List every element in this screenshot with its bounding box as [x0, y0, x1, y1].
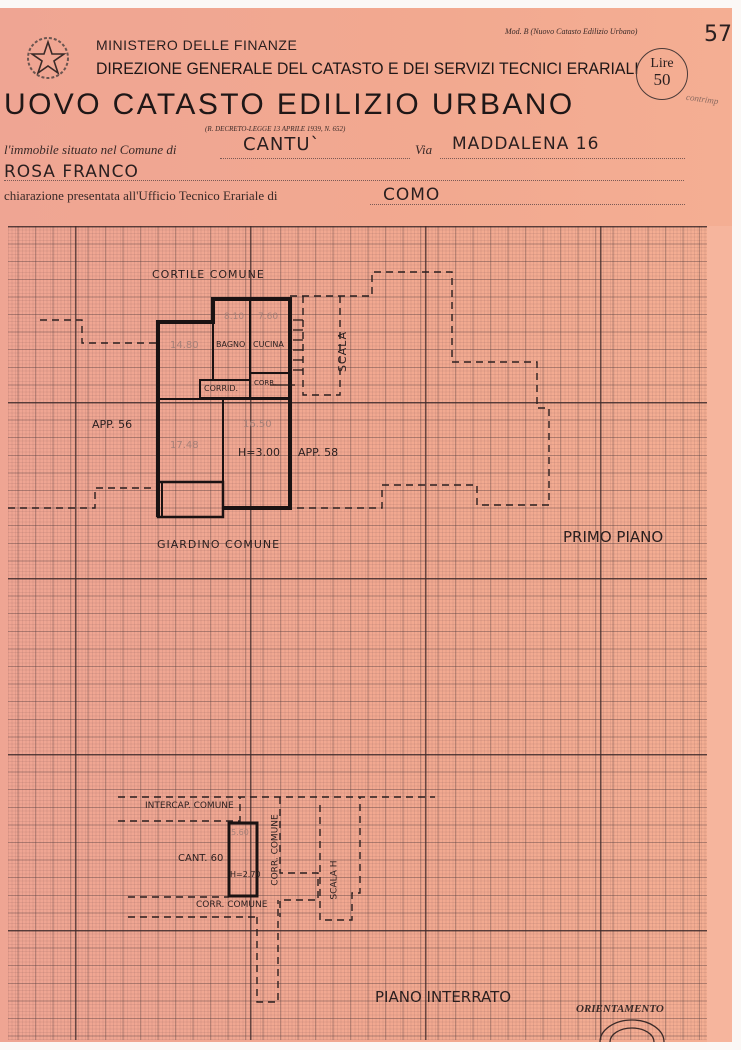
owner-value: ROSA FRANCO: [4, 162, 139, 182]
form-code: Mod. B (Nuovo Catasto Edilizio Urbano): [505, 27, 638, 36]
label-height-interrato: H=2.70: [230, 870, 261, 879]
label-bagno: BAGNO: [216, 340, 246, 349]
directorate-name: DIREZIONE GENERALE DEL CATASTO E DEI SER…: [96, 59, 639, 78]
label-cantina: CANT. 60: [178, 853, 224, 864]
label-corr-comune-vertical: CORR. COMUNE: [270, 814, 281, 886]
document-title: UOVO CATASTO EDILIZIO URBANO: [4, 88, 575, 121]
via-value: MADDALENA 16: [452, 134, 600, 154]
interior-walls: [158, 299, 291, 517]
comune-label: l'immobile situato nel Comune di: [4, 142, 177, 157]
area-bagno: 8.10: [224, 312, 245, 322]
label-corr: CORR.: [254, 379, 277, 387]
floor-title-piano-interrato: PIANO INTERRATO: [375, 988, 512, 1006]
area-room-2: 17.48: [170, 440, 199, 451]
label-intercapedine: INTERCAP. COMUNE: [145, 801, 234, 811]
revenue-stamp: Lire 50: [636, 48, 688, 100]
label-giardino-comune: GIARDINO COMUNE: [157, 538, 281, 551]
stamp-value: 50: [653, 70, 671, 89]
label-cortile-comune: CORTILE COMUNE: [152, 268, 265, 281]
area-cantina: 5.60: [231, 828, 249, 837]
sheet-number: 57: [704, 22, 732, 47]
office-value: COMO: [383, 185, 441, 205]
area-cucina: 7.60: [258, 312, 279, 322]
cellar-walls: [227, 821, 259, 898]
label-app-58: APP. 58: [298, 446, 339, 459]
label-corridoio: CORRID.: [204, 384, 239, 393]
sheet-edge: [707, 226, 732, 1042]
label-scala: SCALA: [336, 330, 350, 373]
comune-value: CANTU`: [243, 134, 321, 155]
label-scala-interrato: SCALA H: [329, 860, 340, 900]
stair-treads: [270, 319, 303, 386]
floor-title-primo-piano: PRIMO PIANO: [563, 528, 664, 546]
label-height: H=3.00: [238, 446, 280, 459]
label-cucina: CUCINA: [253, 340, 284, 349]
decree-reference: (R. DECRETO-LEGGE 13 APRILE 1939, N. 652…: [205, 125, 346, 133]
emblem-icon: [27, 37, 69, 79]
adjacent-outline: [8, 271, 550, 1003]
compass-icon: [599, 1019, 665, 1043]
graph-paper-grid: [8, 226, 707, 1040]
orientation-label: ORIENTAMENTO: [576, 1003, 664, 1015]
area-room-1: 14.80: [170, 340, 199, 351]
label-app-56: APP. 56: [92, 418, 133, 431]
stamp-label: Lire: [650, 56, 674, 71]
office-label: chiarazione presentata all'Ufficio Tecni…: [4, 188, 278, 203]
via-label: Via: [415, 142, 433, 157]
area-room-3: 16.50: [243, 419, 272, 430]
ministry-name: MINISTERO DELLE FINANZE: [96, 37, 298, 53]
label-corr-comune: CORR. COMUNE: [196, 900, 268, 910]
